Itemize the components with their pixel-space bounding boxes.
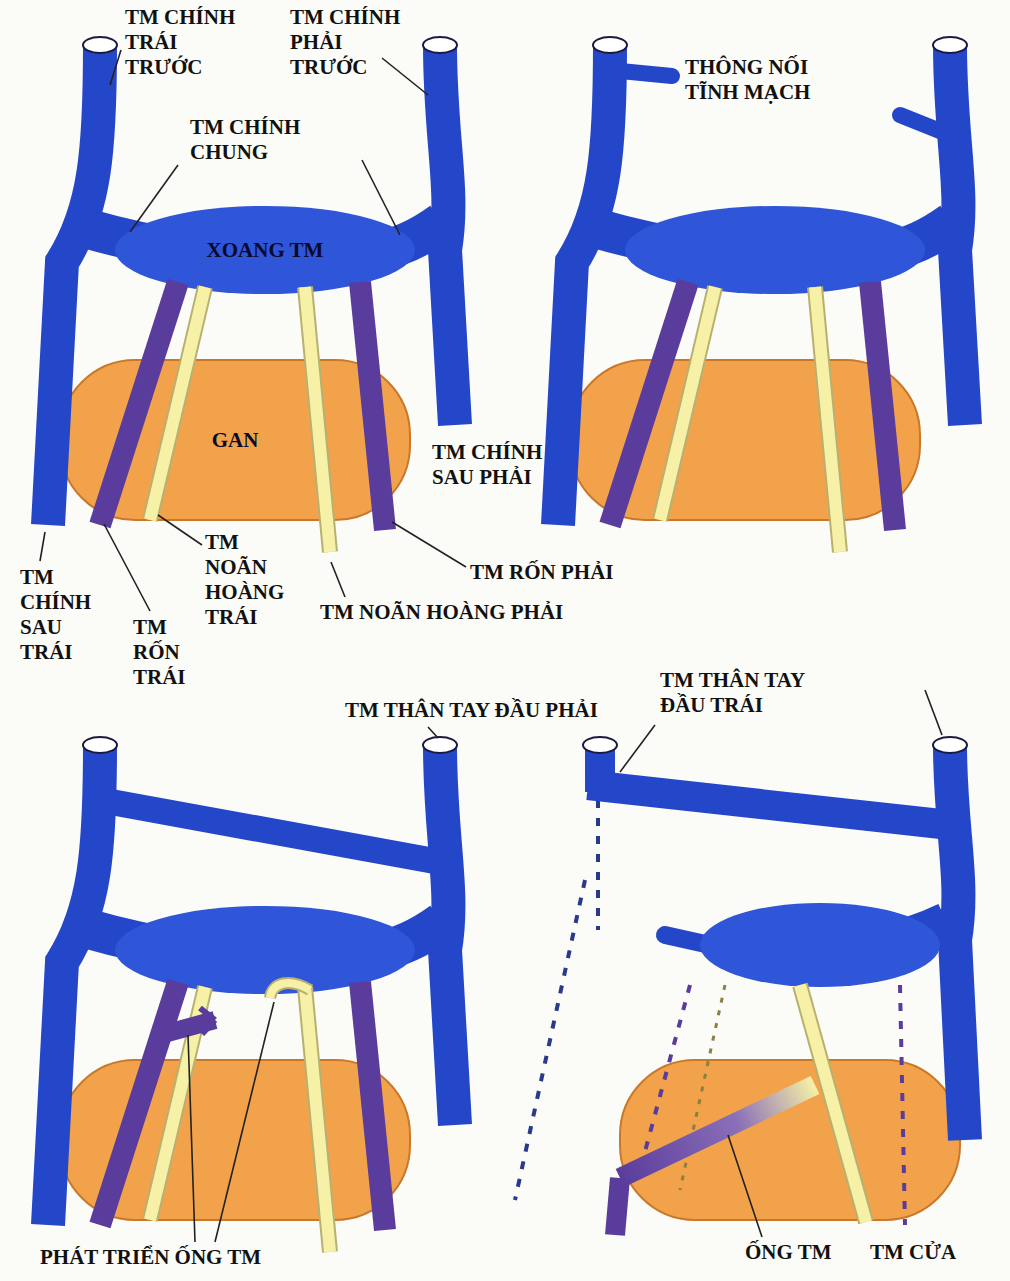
vein-label: TM CHÍNH CHUNG: [190, 115, 315, 165]
vein-label: THÔNG NỐI TĨNH MẠCH: [685, 55, 865, 105]
regressed-vein: [515, 880, 585, 1200]
vein-label: PHÁT TRIỂN ỐNG TM: [40, 1245, 261, 1270]
vein-label: TM RỐN PHẢI: [470, 560, 614, 585]
leader-line: [428, 727, 438, 738]
panel-2: [558, 37, 967, 552]
vessel-cap: [933, 737, 967, 753]
leader-line: [188, 1035, 195, 1242]
leader-line: [620, 725, 655, 772]
leader-line: [130, 165, 178, 232]
vessel-cap: [583, 737, 617, 753]
vein-label: TM NOÃN HOÀNG TRÁI: [205, 530, 285, 630]
vein-label: TM CHÍNH PHẢI TRƯỚC: [290, 5, 415, 80]
leader-line: [925, 690, 942, 735]
brachiocephalic-anastomosis: [100, 800, 440, 862]
left-brachiocephalic-vein: [588, 785, 950, 825]
liver: [620, 1060, 960, 1220]
left-umbilical-vein: [615, 1178, 620, 1235]
regressed-vein: [680, 985, 725, 1190]
panel-3: [48, 737, 457, 1252]
vein-label: TM THÂN TAY ĐẦU TRÁI: [660, 668, 810, 718]
leader-line: [104, 524, 150, 611]
anastomosis-stub: [900, 115, 950, 135]
vein-label: TM RỐN TRÁI: [133, 615, 188, 690]
leader-line: [40, 532, 45, 561]
ductus-venosus: [620, 1085, 815, 1178]
liver-node: GAN: [60, 360, 410, 520]
leader-line: [158, 515, 202, 545]
superior-vena-cava: [950, 745, 965, 1140]
leader-line: [728, 1135, 762, 1237]
developing-ductus: [200, 1008, 215, 1034]
leader-line: [110, 50, 121, 85]
panel-1: [48, 37, 457, 552]
leader-lines: [188, 727, 438, 1242]
developing-ductus: [270, 983, 310, 998]
regressed-vein: [900, 985, 905, 1225]
vein-label: TM CHÍNH SAU PHẢI: [432, 440, 557, 490]
sinus-venosus: [700, 903, 940, 987]
leader-lines: [620, 690, 942, 1237]
leader-line: [382, 58, 428, 95]
leader-line: [362, 160, 400, 235]
vein-label: TM NOÃN HOÀNG PHẢI: [320, 600, 563, 625]
leader-lines: [40, 50, 466, 611]
anastomosis-stub: [610, 70, 672, 76]
developing-ductus: [270, 983, 310, 998]
portal-vein: [800, 985, 866, 1222]
leader-line: [392, 522, 466, 567]
regressed-vein: [596, 800, 600, 930]
leader-line: [215, 1002, 274, 1242]
vein-label: TM THÂN TAY ĐẦU PHẢI: [345, 698, 598, 723]
vein-label: ỐNG TM: [745, 1240, 832, 1265]
leader-line: [331, 562, 345, 597]
vein-label: TM CỬA: [870, 1240, 956, 1265]
node-text: GAN: [212, 428, 259, 453]
vein-label: TM CHÍNH TRÁI TRƯỚC: [125, 5, 250, 80]
vein-outline: [800, 985, 866, 1222]
vein-label: TM CHÍNH SAU TRÁI: [20, 565, 80, 665]
sinus-node: XOANG TM: [115, 206, 415, 294]
node-text: XOANG TM: [207, 238, 324, 263]
